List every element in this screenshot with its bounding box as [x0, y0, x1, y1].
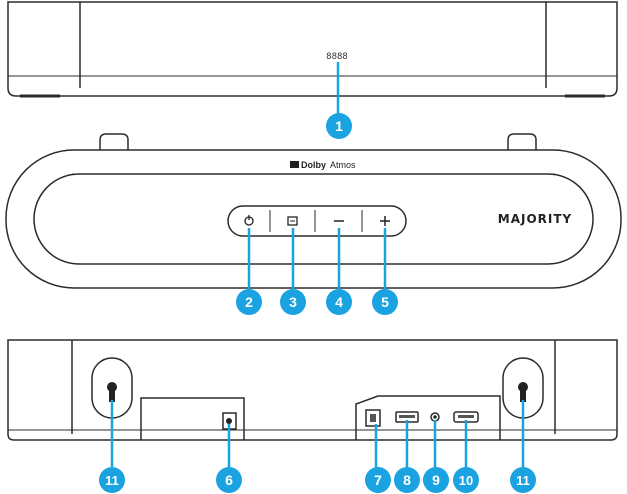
callout-3-number: 3 — [289, 294, 297, 310]
callout-3: 3 — [280, 289, 306, 315]
callout-10: 10 — [453, 467, 479, 493]
callout-11-right-number: 11 — [516, 473, 530, 488]
back-callout-leaders — [110, 400, 525, 470]
dolby-atmos-text: Atmos — [330, 160, 356, 170]
dc-in-icon — [226, 418, 232, 424]
callout-8: 8 — [394, 467, 420, 493]
front-body — [7, 1, 618, 97]
callout-5-number: 5 — [381, 294, 389, 310]
callout-1-number: 1 — [335, 118, 343, 134]
aux-icon — [433, 415, 437, 419]
callout-11-left-number: 11 — [105, 473, 119, 488]
callout-6-number: 6 — [225, 472, 233, 488]
power-button[interactable] — [244, 215, 254, 226]
volume-up-button[interactable] — [380, 216, 390, 226]
hdmi-icon — [458, 415, 474, 418]
input-source-icon — [287, 216, 298, 226]
dolby-brand-text: Dolby — [301, 160, 326, 170]
callout-7-number: 7 — [374, 472, 382, 488]
top-foot-right — [507, 133, 537, 150]
top-view — [5, 133, 622, 289]
callout-11-right: 11 — [510, 467, 536, 493]
callout-2: 2 — [236, 289, 262, 315]
callout-5: 5 — [372, 289, 398, 315]
io-recess — [355, 395, 501, 440]
usb-icon — [399, 415, 415, 418]
back-view — [7, 339, 618, 441]
callout-8-number: 8 — [403, 472, 411, 488]
back-port-icons — [107, 382, 528, 424]
callout-9-number: 9 — [432, 472, 440, 488]
button-strip — [227, 205, 407, 237]
front-view — [7, 1, 618, 98]
callout-1: 1 — [326, 113, 352, 139]
input-button[interactable] — [287, 216, 298, 226]
callout-9: 9 — [423, 467, 449, 493]
callout-4: 4 — [326, 289, 352, 315]
dc-recess — [140, 397, 245, 440]
callout-10-number: 10 — [459, 473, 473, 488]
optical-icon — [370, 414, 376, 422]
callout-2-number: 2 — [245, 294, 253, 310]
top-foot-left — [99, 133, 129, 150]
dolby-atmos-logo: Dolby Atmos — [290, 160, 356, 170]
callout-4-number: 4 — [335, 294, 343, 310]
callout-11-left: 11 — [99, 467, 125, 493]
majority-logo: MAJORITY — [498, 212, 572, 226]
top-outer-body — [5, 149, 622, 289]
back-body — [7, 339, 618, 441]
dolby-double-d-icon — [290, 161, 299, 168]
optical-port — [365, 409, 381, 427]
callout-6: 6 — [216, 467, 242, 493]
top-callout-leaders — [247, 228, 387, 290]
display-readout: 8888 — [326, 52, 348, 62]
callout-7: 7 — [365, 467, 391, 493]
